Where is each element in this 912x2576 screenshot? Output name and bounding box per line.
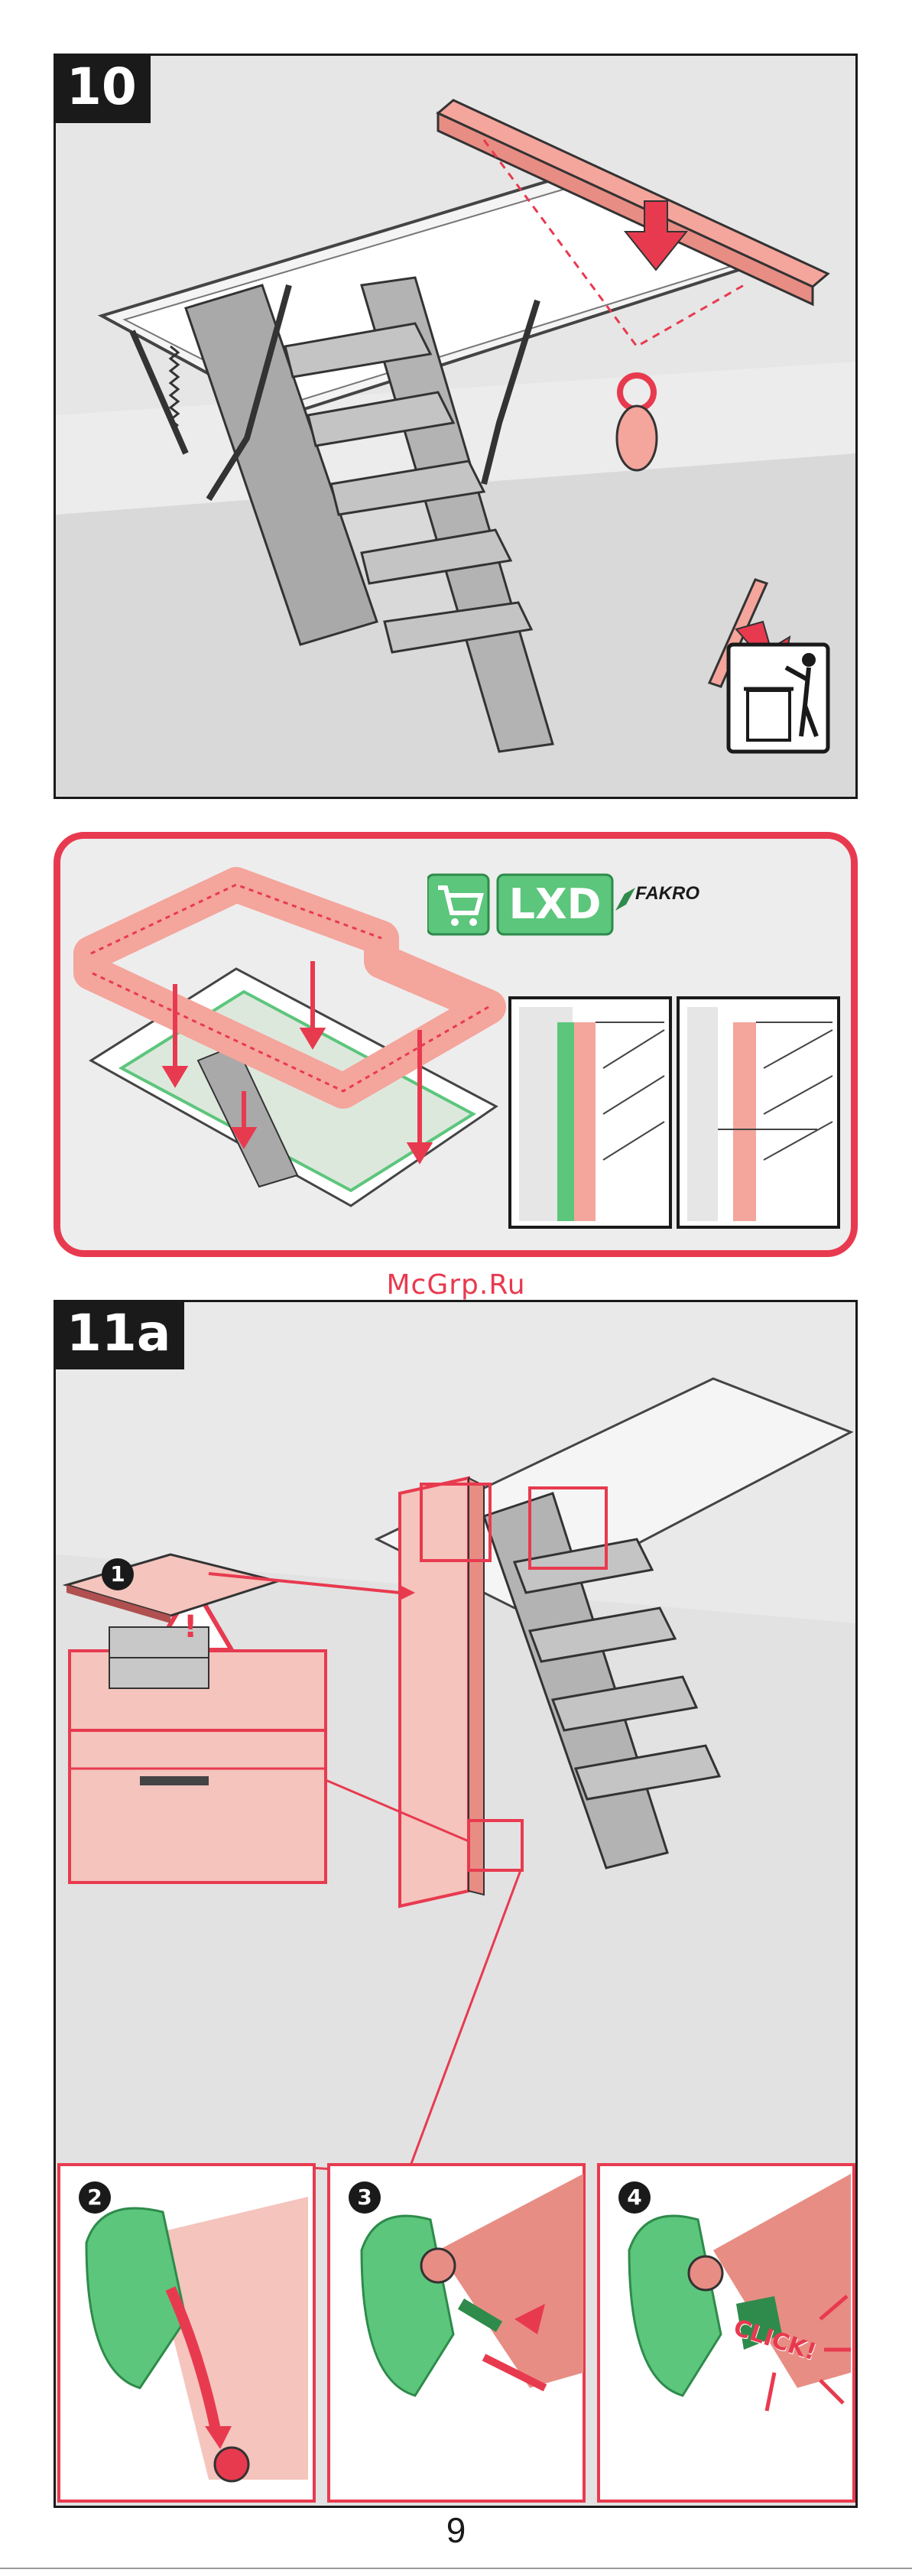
accessory-note-box: LXD FAKRO [54,832,858,1257]
trash-bin-icon [729,645,828,752]
sub-step-2-badge: 2 [79,2181,111,2214]
hatch-door [400,1478,469,1906]
insulation-illustration [60,839,851,1250]
warning-symbol: ! [183,1610,197,1645]
sub-step-1-badge: 1 [102,1558,134,1590]
page-number: 9 [0,2509,912,2551]
step-11a-badge: 11a [56,1302,184,1369]
sub-step-4-badge: 4 [618,2181,651,2214]
step-11a-panel: 11a [54,1300,858,2508]
step-10-panel: 10 [54,54,858,799]
step-10-illustration [56,56,855,797]
watermark-text: McGrp.Ru [0,1269,912,1301]
bottom-rule [0,2568,912,2569]
sub-step-3-badge: 3 [349,2181,381,2214]
step-10-badge: 10 [56,56,151,123]
